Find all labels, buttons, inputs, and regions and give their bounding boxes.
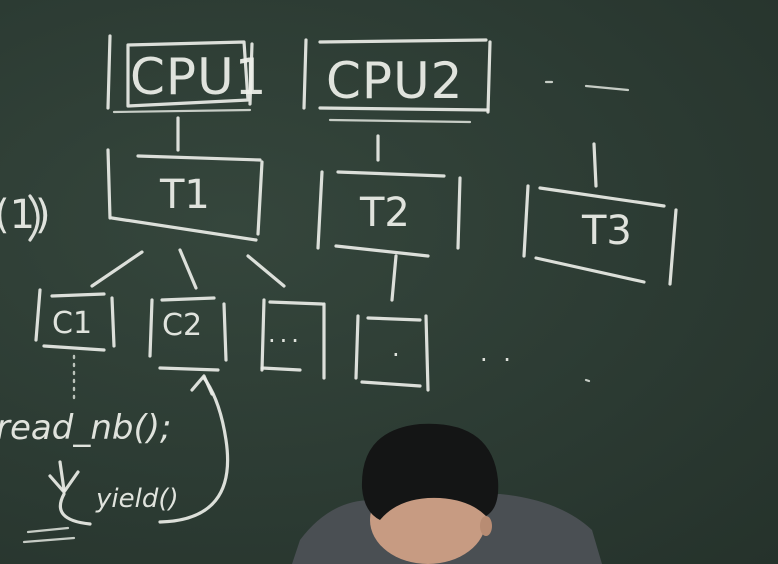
t1-box [106, 148, 264, 242]
c3-label: ... [268, 320, 303, 348]
t2-box [316, 170, 462, 258]
yield-return-arrow [158, 376, 230, 524]
read-call-label: read_nb(); [0, 408, 172, 448]
c1-box [34, 288, 116, 352]
row-marker: (1) [0, 192, 51, 238]
scratch-1 [26, 526, 70, 534]
t3-top-link [592, 142, 598, 188]
read-arrowhead [48, 470, 80, 494]
cpu1-box [106, 34, 254, 114]
t1-c3-link [246, 254, 286, 288]
yield-arrowhead [190, 374, 214, 396]
cpu-ellipsis-dash [584, 84, 630, 92]
cpu2-box [302, 38, 492, 124]
t1-c1-link [90, 250, 144, 288]
row-marker-paren [28, 194, 40, 242]
lecturer-hair [361, 423, 499, 520]
row-ellipsis: · · [480, 346, 515, 374]
t3-label: T3 [582, 208, 632, 254]
yield-call-label: yield() [96, 484, 179, 514]
c2-label: C2 [162, 308, 203, 343]
c3-box [260, 298, 326, 380]
t2-c4-link [390, 254, 398, 302]
t1-label: T1 [160, 172, 210, 218]
c1-label: C1 [52, 306, 93, 341]
t3-box [522, 184, 678, 286]
cpu1-label: CPU1 [130, 48, 268, 106]
c4-box [354, 314, 430, 392]
t2-label: T2 [360, 190, 410, 236]
c4-label: . [392, 334, 404, 362]
yield-bracket [58, 492, 92, 526]
c2-box [148, 296, 228, 372]
scratch-2 [22, 536, 76, 544]
cpu2-label: CPU2 [326, 52, 464, 110]
read-down-arrow [58, 460, 66, 492]
t1-c2-link [178, 248, 198, 290]
lecturer-ear [480, 516, 492, 536]
stray-dot [584, 378, 591, 383]
